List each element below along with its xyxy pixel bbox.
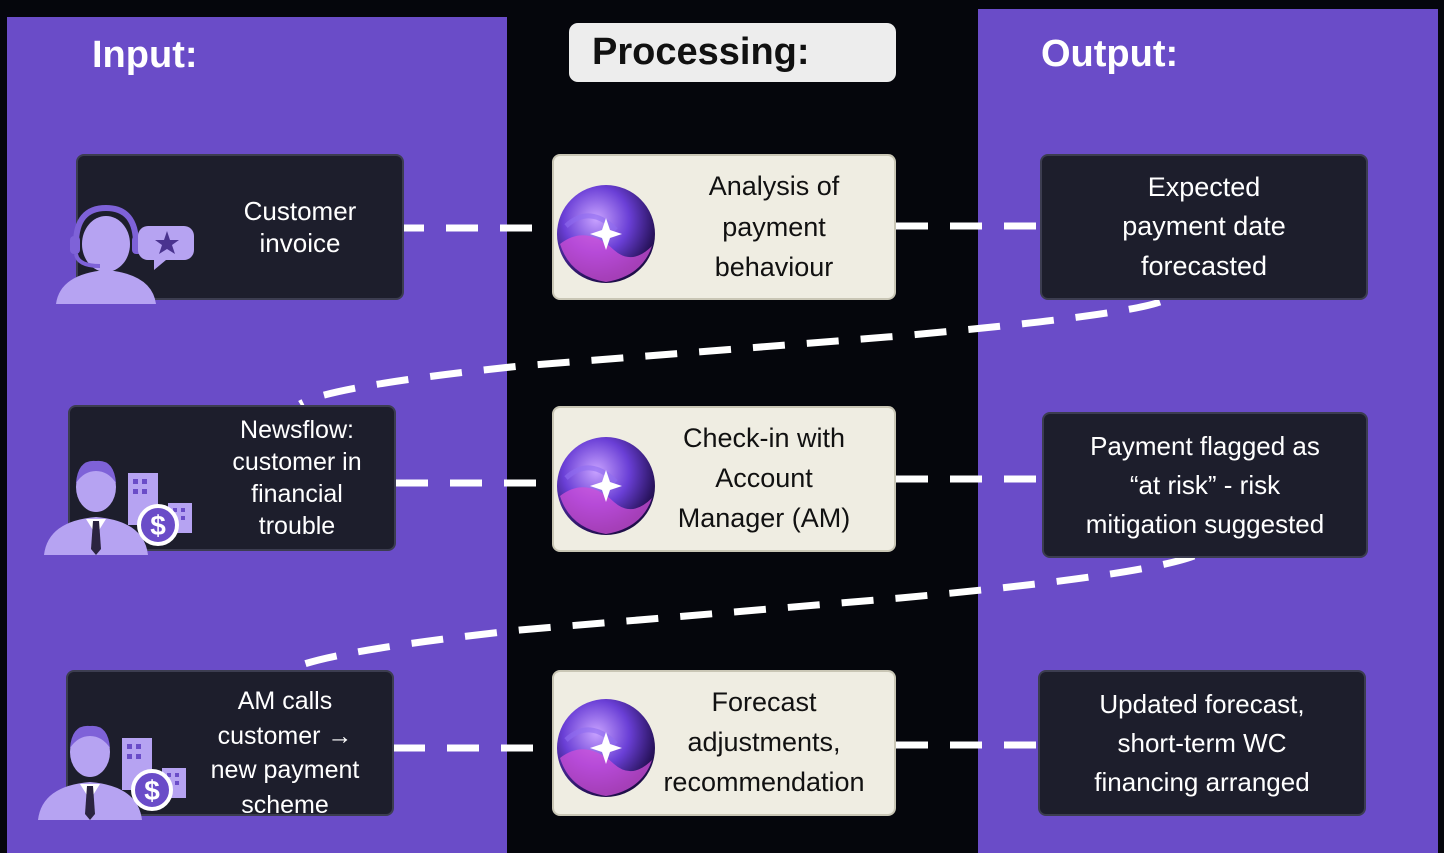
ai-sparkle-orb-icon (557, 699, 655, 797)
input-box-text: Newsflow: customer in financial trouble (232, 416, 362, 540)
output-heading: Output: (1041, 33, 1179, 75)
input-box-text: AM calls customer → new payment scheme (210, 687, 360, 819)
processing-box-text: Analysis of payment behaviour (708, 171, 840, 283)
customer-support-agent-icon (56, 204, 194, 304)
processing-box-text: Check-in with Account Manager (AM) (677, 423, 851, 533)
output-box-text: Updated forecast, short-term WC financin… (1094, 688, 1310, 797)
connector-output2-input3 (288, 552, 1196, 674)
ai-sparkle-orb-icon (557, 185, 655, 283)
input-box-newsflow: Newsflow: customer in financial trouble (68, 405, 396, 551)
input-box-text: Customer invoice (243, 195, 357, 259)
ai-sparkle-orb-icon (557, 437, 655, 535)
output-box-text: Expected payment date forecasted (1122, 171, 1286, 281)
processing-box-text: Forecast adjustments, recommendation (663, 687, 865, 797)
output-box-text: Payment flagged as “at risk” - risk miti… (1085, 430, 1325, 539)
svg-text:$: $ (144, 775, 160, 806)
output-box-expected-payment-date: Expected payment date forecasted (1040, 154, 1368, 300)
output-box-payment-flagged: Payment flagged as “at risk” - risk miti… (1042, 412, 1368, 558)
connector-output1-input2 (298, 298, 1162, 408)
processing-heading: Processing: (569, 23, 896, 82)
input-heading: Input: (92, 34, 198, 76)
business-person-finance-icon: $ (38, 725, 186, 820)
output-box-updated-forecast: Updated forecast, short-term WC financin… (1038, 670, 1366, 816)
svg-text:$: $ (150, 510, 166, 541)
business-person-finance-icon: $ (44, 460, 192, 555)
